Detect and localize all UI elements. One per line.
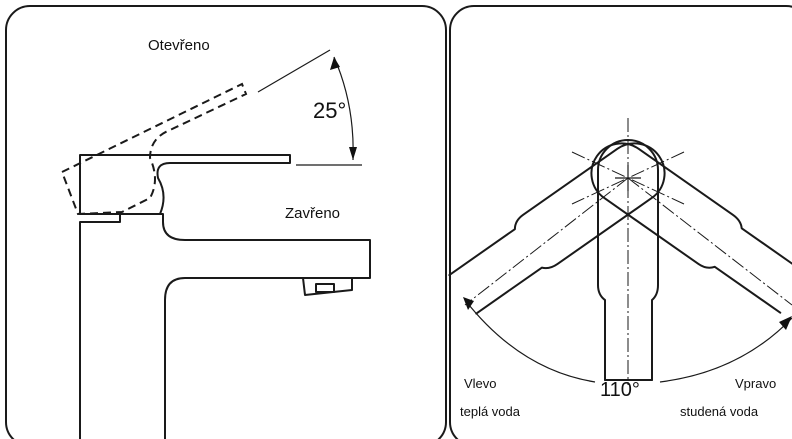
aerator-insert [315, 283, 335, 293]
angle-arrow-top [330, 57, 340, 70]
left-panel-frame [5, 5, 447, 439]
handle-open-dashed [60, 82, 248, 216]
angle-arrow-right [779, 316, 792, 330]
spout-left [590, 142, 792, 314]
centerline-left [464, 177, 629, 306]
spout-right [448, 142, 666, 315]
left-label-line1: Vlevo [464, 376, 497, 391]
right-label-line2: studená voda [680, 404, 759, 419]
right-angle-label: 110° [600, 379, 640, 401]
right-label-line1: Vpravo [735, 376, 776, 391]
angle-arrow-bottom [349, 147, 357, 160]
angle-arc-left [464, 299, 596, 383]
left-angle-label: 25° [313, 98, 346, 123]
angle-arrow-left [463, 297, 474, 310]
centerline-right [627, 177, 792, 306]
faucet-body-outline [79, 213, 371, 439]
left-label-line2: teplá voda [460, 404, 521, 419]
open-label: Otevřeno [148, 37, 210, 54]
right-panel: 110° Vlevo teplá voda Vpravo studená vod… [448, 5, 792, 439]
left-panel: Otevřeno Zavřeno 25° [5, 5, 447, 439]
open-extension-line [257, 49, 331, 93]
handle-closed [79, 154, 291, 215]
closed-label: Zavřeno [285, 205, 340, 222]
angle-arc-right [659, 317, 792, 383]
right-panel-frame [449, 5, 792, 439]
